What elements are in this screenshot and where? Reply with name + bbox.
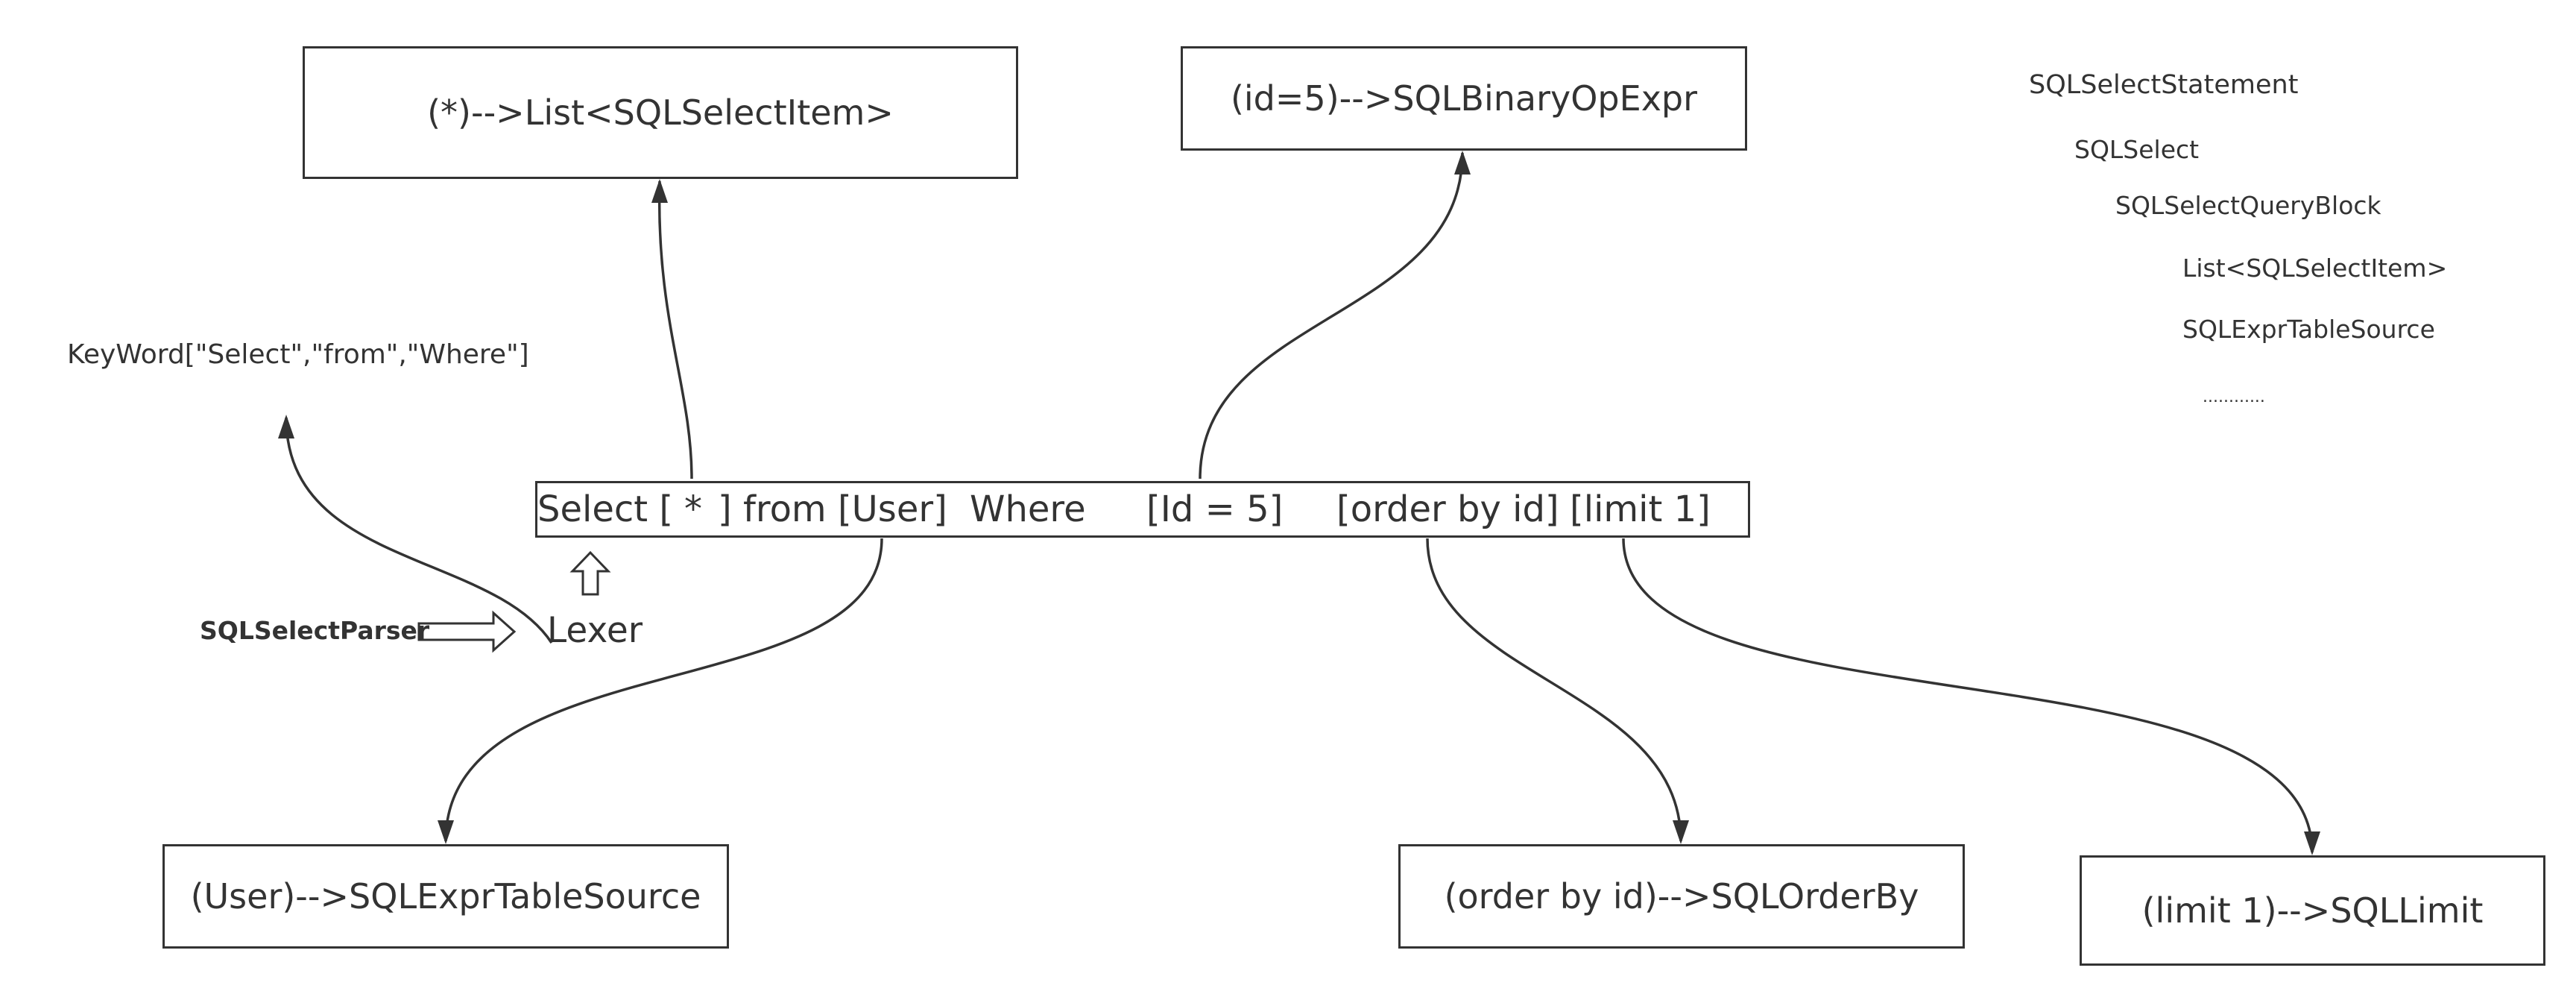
arrow-to-order-by xyxy=(1426,538,1682,842)
select-items-box: (*)-->List<SQLSelectItem> xyxy=(303,46,1018,179)
arrowhead-where-expr xyxy=(1454,151,1471,174)
sql-statement-box: Select [ * ] from [User] Where [Id = 5] … xyxy=(535,481,1750,538)
tree-item-ellipsis: ............ xyxy=(2203,388,2265,406)
limit-box: (limit 1)-->SQLLimit xyxy=(2080,855,2545,966)
parser-label: SQLSelectParser xyxy=(200,616,430,645)
tree-item-table-source: SQLExprTableSource xyxy=(2182,315,2435,344)
where-expr-text: (id=5)-->SQLBinaryOpExpr xyxy=(1230,78,1698,119)
tree-item-statement: SQLSelectStatement xyxy=(2029,70,2299,100)
select-items-text: (*)-->List<SQLSelectItem> xyxy=(427,92,894,133)
sql-select-star: * xyxy=(684,488,702,530)
lexer-label: Lexer xyxy=(547,610,643,651)
table-source-box: (User)-->SQLExprTableSource xyxy=(162,844,729,949)
arrowhead-order-by xyxy=(1673,820,1689,844)
tree-item-query-block: SQLSelectQueryBlock xyxy=(2115,191,2381,220)
sql-where-condition: [Id = 5] xyxy=(1146,488,1284,530)
order-by-text: (order by id)-->SQLOrderBy xyxy=(1444,876,1919,916)
right-outline-arrow-icon xyxy=(417,610,517,653)
limit-text: (limit 1)-->SQLLimit xyxy=(2141,890,2484,931)
sql-where-keyword: Where xyxy=(970,488,1086,530)
arrowhead-table-source xyxy=(438,820,454,844)
arrow-to-select-items xyxy=(657,180,693,480)
table-source-text: (User)-->SQLExprTableSource xyxy=(190,876,701,916)
arrow-lexer-to-keywords xyxy=(285,417,553,644)
order-by-box: (order by id)-->SQLOrderBy xyxy=(1398,844,1965,949)
where-expr-box: (id=5)-->SQLBinaryOpExpr xyxy=(1181,46,1747,151)
arrow-to-limit xyxy=(1622,538,2314,853)
arrow-to-table-source xyxy=(444,538,883,842)
keywords-label: KeyWord["Select","from","Where"] xyxy=(67,339,529,370)
tree-item-select: SQLSelect xyxy=(2074,135,2200,164)
sql-from-clause: ] from [User] xyxy=(718,488,947,530)
sql-order-by-clause: [order by id] xyxy=(1336,488,1559,530)
arrowhead-select-items xyxy=(651,179,668,203)
arrowhead-keywords xyxy=(278,415,294,438)
tree-item-select-items: List<SQLSelectItem> xyxy=(2182,254,2448,283)
arrowhead-limit xyxy=(2304,831,2320,855)
up-outline-arrow-icon xyxy=(569,550,611,596)
arrow-to-where-expr xyxy=(1199,152,1464,480)
sql-limit-clause: [limit 1] xyxy=(1570,488,1711,530)
sql-select-keyword: Select [ xyxy=(537,488,674,530)
